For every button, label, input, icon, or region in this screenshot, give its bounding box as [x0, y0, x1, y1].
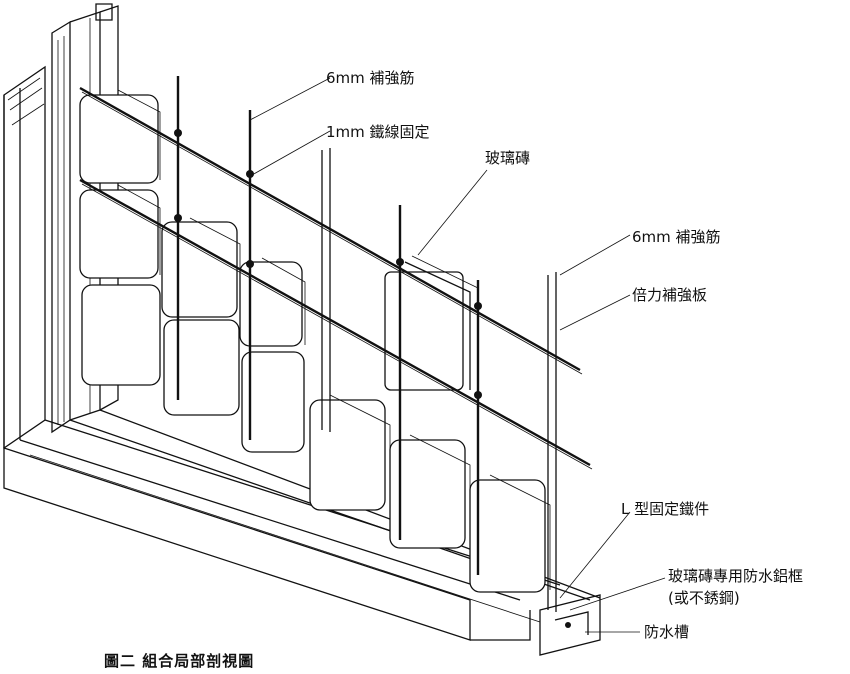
label-rebar-top: 6mm 補強筋 [326, 69, 415, 87]
water-channel-profile [539, 594, 601, 656]
left-wall [3, 65, 46, 450]
leader-lines [249, 77, 666, 633]
figure-caption: 圖二 組合局部剖視圖 [104, 652, 255, 670]
label-glass-block: 玻璃磚 [485, 149, 531, 167]
label-water-channel: 防水槽 [644, 623, 690, 641]
label-wire-fix: 1mm 鐵線固定 [326, 123, 430, 141]
wire-ties [174, 129, 482, 399]
label-frame-line1: 玻璃磚專用防水鋁框 [668, 567, 804, 585]
label-frame-line2: (或不銹鋼) [668, 589, 740, 607]
glass-blocks [79, 89, 551, 593]
label-l-bracket: L 型固定鐵件 [621, 500, 710, 518]
label-rebar-mid: 6mm 補強筋 [632, 228, 721, 246]
label-reinforce-plate: 倍力補強板 [632, 286, 708, 304]
